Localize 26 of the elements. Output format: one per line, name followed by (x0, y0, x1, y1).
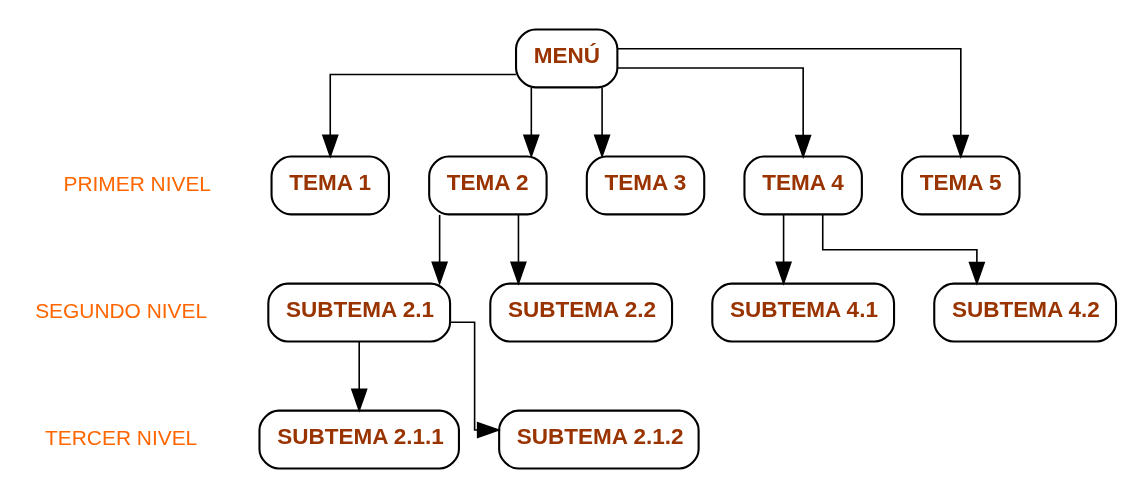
node-box: TEMA 5 (901, 154, 1021, 215)
node-box: SUBTEMA 2.1 (267, 282, 452, 343)
arrow (593, 86, 611, 159)
arrow (350, 340, 368, 413)
node-box: SUBTEMA 4.1 (711, 282, 896, 343)
node-box: TEMA 1 (270, 154, 390, 215)
arrow (510, 213, 527, 286)
arrow (775, 213, 793, 286)
node-box: TEMA 3 (585, 154, 706, 215)
node-box: MENÚ (515, 27, 619, 88)
arrow (449, 320, 501, 438)
node-box: SUBTEMA 4.2 (933, 282, 1118, 343)
arrow (321, 73, 517, 159)
node-box: SUBTEMA 2.2 (489, 282, 674, 343)
node-box: SUBTEMA 2.1.2 (498, 409, 700, 470)
label: TERCER NIVEL (45, 425, 198, 449)
node-box: TEMA 2 (428, 154, 548, 215)
arrow (616, 66, 812, 159)
arrow (431, 213, 449, 286)
arrow (522, 86, 540, 159)
arrow (616, 47, 970, 159)
node-box: SUBTEMA 2.1.1 (258, 409, 460, 470)
label: SEGUNDO NIVEL (35, 298, 208, 322)
label: PRIMER NIVEL (63, 171, 211, 195)
node-box: TEMA 4 (743, 154, 863, 215)
arrow (821, 213, 986, 286)
